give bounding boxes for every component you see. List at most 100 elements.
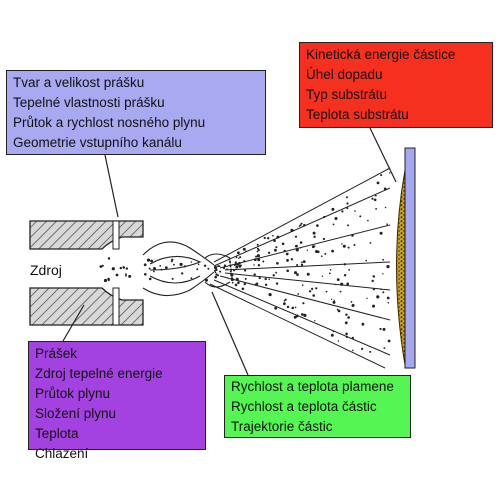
- spray-particle: [218, 265, 221, 267]
- spray-particle: [263, 236, 266, 240]
- spray-particle: [379, 327, 382, 331]
- spray-particle: [313, 245, 316, 247]
- spray-particle: [276, 235, 280, 239]
- spray-particle: [99, 265, 103, 268]
- spray-particle: [300, 263, 304, 267]
- spray-particle: [268, 278, 271, 281]
- spray-particle: [237, 281, 240, 285]
- spray-particle: [233, 269, 236, 272]
- spray-particle: [234, 263, 238, 266]
- spray-particle: [257, 249, 260, 252]
- spray-particle: [214, 266, 218, 270]
- source-parameters-box: Prášek Zdroj tepelné energie Průtok plyn…: [28, 341, 206, 461]
- spray-particle: [205, 278, 208, 282]
- spray-particle: [228, 258, 231, 260]
- spray-particle: [332, 330, 335, 333]
- spray-particle: [328, 272, 331, 275]
- impact-param-line: Úhel dopadu: [306, 67, 383, 82]
- spray-particle: [315, 250, 318, 253]
- spray-particle: [259, 277, 261, 280]
- spray-particle: [190, 261, 193, 263]
- spray-particle: [366, 297, 368, 299]
- spray-particle: [297, 293, 300, 295]
- flight-parameters-box: Rychlost a teplota plamene Rychlost a te…: [224, 375, 411, 438]
- spray-particle: [372, 288, 375, 291]
- spray-particle: [301, 261, 303, 264]
- spray-particle: [372, 304, 375, 308]
- spray-particle: [344, 321, 348, 325]
- spray-particle: [340, 282, 344, 286]
- spray-particle: [238, 257, 240, 259]
- spray-particle: [196, 268, 199, 271]
- spray-particle: [303, 223, 306, 227]
- powder-param-line: Tvar a velikost prášku: [13, 75, 145, 90]
- spray-particle: [267, 237, 270, 240]
- leader-impact-params: [369, 127, 397, 183]
- spray-particle: [179, 262, 183, 266]
- spray-particle: [306, 249, 308, 251]
- spray-particle: [347, 316, 350, 319]
- spray-particle: [324, 252, 327, 255]
- spray-particle: [283, 302, 286, 306]
- spray-particle: [322, 237, 325, 241]
- spray-particle: [367, 219, 369, 222]
- spray-particle: [379, 231, 383, 235]
- spray-particle: [345, 313, 348, 316]
- spray-particle: [238, 261, 241, 265]
- spray-particle: [214, 275, 217, 279]
- source-param-line: Zdroj tepelné energie: [35, 366, 163, 381]
- spray-particle: [267, 251, 271, 254]
- spray-particle: [257, 258, 261, 262]
- spray-particle: [336, 278, 340, 281]
- powder-param-line: Průtok a rychlost nosného plynu: [13, 115, 206, 130]
- spray-particle: [236, 263, 239, 266]
- spray-particle: [283, 249, 286, 253]
- spray-particle: [144, 273, 147, 276]
- nozzle-upper-body: [29, 220, 144, 250]
- spray-particle: [243, 260, 246, 263]
- leader-flight-params: [211, 291, 249, 376]
- spray-particle: [389, 172, 391, 174]
- spray-particle: [382, 273, 384, 275]
- spray-particle: [143, 263, 147, 267]
- spray-particle: [294, 271, 297, 275]
- spray-particle: [183, 265, 187, 268]
- spray-particle: [255, 282, 259, 286]
- spray-particle: [311, 287, 314, 290]
- spray-particle: [345, 335, 348, 338]
- spray-particle: [159, 265, 162, 267]
- spray-particle: [299, 241, 303, 244]
- flight-param-line: Rychlost a teplota plamene: [231, 379, 394, 394]
- source-param-line: Prášek: [35, 346, 78, 361]
- source-label: Zdroj: [30, 262, 62, 278]
- source-param-line: Průtok plynu: [35, 386, 111, 401]
- spray-particle: [295, 248, 299, 252]
- spray-particle: [272, 274, 275, 277]
- spray-particle: [295, 244, 298, 248]
- spray-particle: [302, 260, 306, 263]
- spray-particle: [181, 272, 184, 275]
- spray-particle: [253, 273, 256, 276]
- spray-particle: [122, 266, 125, 269]
- spray-particle: [291, 306, 295, 310]
- spray-particle: [170, 260, 173, 263]
- spray-particle: [386, 223, 388, 225]
- spray-particle: [323, 215, 326, 219]
- spray-particle: [296, 264, 299, 266]
- spray-particle: [148, 267, 151, 270]
- spray-particle: [219, 270, 222, 273]
- spray-particle: [230, 268, 232, 271]
- spray-particle: [369, 242, 372, 244]
- spray-particle: [256, 254, 260, 258]
- spray-particle: [256, 250, 259, 253]
- spray-particle: [341, 210, 344, 213]
- spray-particle: [230, 273, 234, 277]
- spray-particle: [337, 340, 340, 342]
- spray-particle: [302, 302, 305, 305]
- spray-particle: [299, 247, 302, 249]
- powder-parameters-box: Tvar a velikost prášku Tepelné vlastnost…: [6, 70, 266, 155]
- flight-param-line: Rychlost a teplota částic: [231, 399, 377, 414]
- spray-particle: [207, 267, 210, 270]
- spray-particle: [125, 274, 127, 277]
- leader-lines: [62, 127, 397, 376]
